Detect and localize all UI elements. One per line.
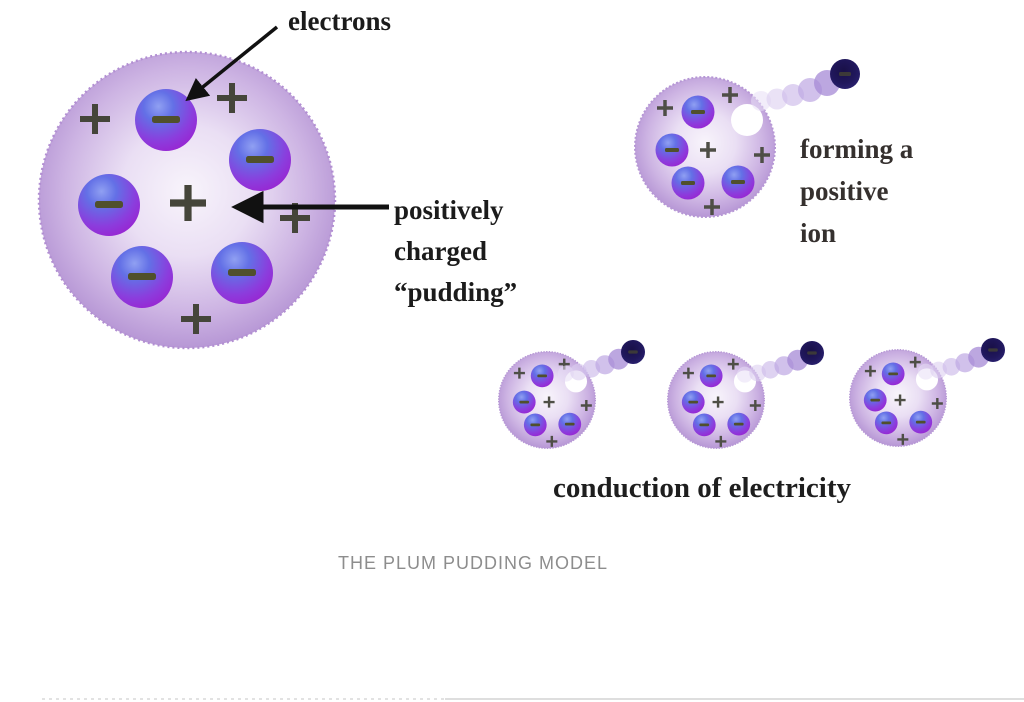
escaping-electron <box>751 59 860 111</box>
electron-sphere <box>229 129 291 191</box>
electron-sphere <box>111 246 173 308</box>
conduction-label: conduction of electricity <box>553 472 851 504</box>
forming-ion-label-line: forming a <box>800 134 914 164</box>
forming-ion-label-line: ion <box>800 218 837 248</box>
conduction-atom-2 <box>668 352 765 449</box>
pudding-label-line: positively <box>394 195 504 225</box>
escaping-electron <box>736 341 824 383</box>
electron-sphere <box>78 174 140 236</box>
pudding-label-line: charged <box>394 236 487 266</box>
pudding-label: positively charged “pudding” <box>394 190 517 313</box>
electrons-label: electrons <box>288 6 391 36</box>
forming-ion-label: forming a positive ion <box>800 128 913 254</box>
escaping-electron <box>917 338 1005 380</box>
diagram-caption: THE PLUM PUDDING MODEL <box>338 553 609 573</box>
arrow-electrons <box>185 25 279 102</box>
pudding-label-line: “pudding” <box>394 277 518 307</box>
electron-sphere <box>211 242 273 304</box>
conduction-atom-3 <box>850 350 947 447</box>
big-atom <box>37 50 337 350</box>
forming-ion-label-line: positive <box>800 176 889 206</box>
